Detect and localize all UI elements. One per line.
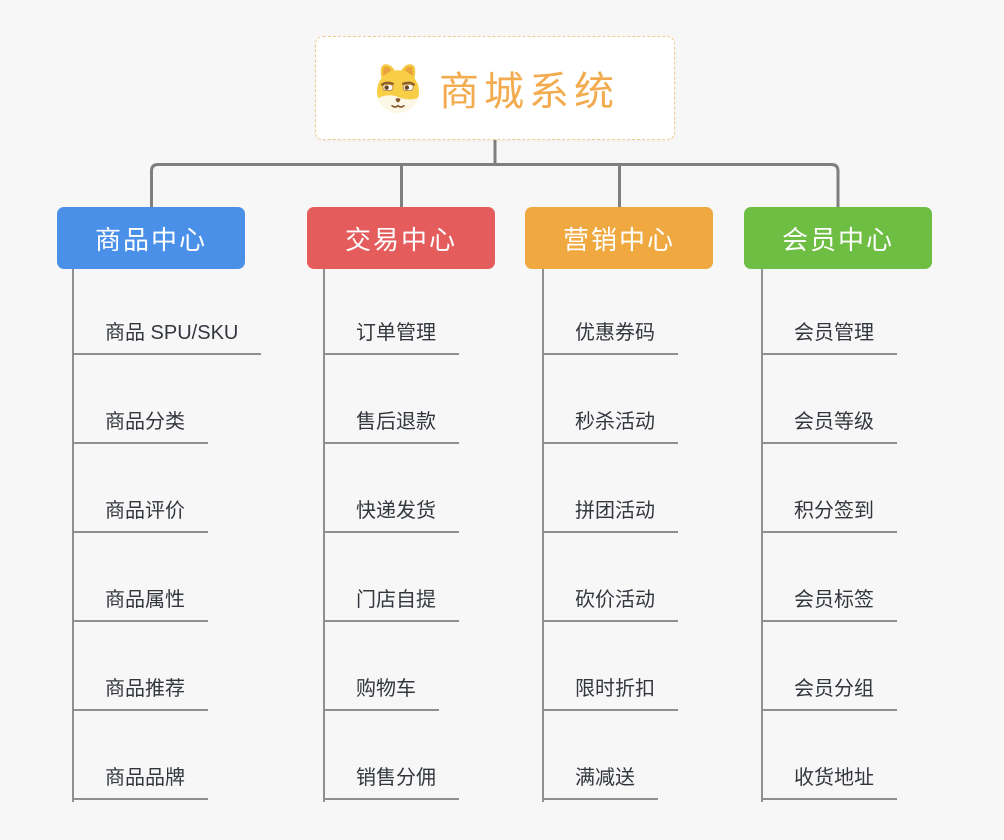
leaf-node[interactable]: 限时折扣 bbox=[542, 675, 678, 711]
leaf-node[interactable]: 购物车 bbox=[323, 675, 439, 711]
leaf-node[interactable]: 优惠券码 bbox=[542, 319, 678, 355]
leaf-node[interactable]: 商品品牌 bbox=[72, 764, 208, 800]
branch-rail-line bbox=[150, 163, 840, 209]
leaf-node[interactable]: 收货地址 bbox=[761, 764, 897, 800]
leaf-node[interactable]: 商品推荐 bbox=[72, 675, 208, 711]
leaf-node[interactable]: 会员分组 bbox=[761, 675, 897, 711]
root-title: 商城系统 bbox=[439, 70, 619, 114]
leaf-node[interactable]: 销售分佣 bbox=[323, 764, 459, 800]
leaf-node[interactable]: 会员管理 bbox=[761, 319, 897, 355]
shiba-dog-icon bbox=[376, 64, 420, 113]
leaf-node[interactable]: 积分签到 bbox=[761, 497, 897, 533]
leaf-node[interactable]: 门店自提 bbox=[323, 586, 459, 622]
leaf-node[interactable]: 砍价活动 bbox=[542, 586, 678, 622]
branch-node-trade-center[interactable]: 交易中心 bbox=[307, 207, 495, 269]
branch-trunk-line bbox=[542, 269, 544, 802]
leaf-node[interactable]: 快递发货 bbox=[323, 497, 459, 533]
leaf-node[interactable]: 满减送 bbox=[542, 764, 658, 800]
leaf-node[interactable]: 商品分类 bbox=[72, 408, 208, 444]
leaf-node[interactable]: 会员等级 bbox=[761, 408, 897, 444]
leaf-node[interactable]: 售后退款 bbox=[323, 408, 459, 444]
leaf-node[interactable]: 拼团活动 bbox=[542, 497, 678, 533]
branch-node-member-center[interactable]: 会员中心 bbox=[744, 207, 932, 269]
branch-node-product-center[interactable]: 商品中心 bbox=[57, 207, 245, 269]
branch-node-marketing-center[interactable]: 营销中心 bbox=[525, 207, 713, 269]
root-node[interactable]: 商城系统 bbox=[315, 36, 675, 140]
leaf-node[interactable]: 商品 SPU/SKU bbox=[72, 319, 262, 355]
branch-trunk-line bbox=[323, 269, 325, 802]
branch-trunk-line bbox=[761, 269, 763, 802]
branch-trunk-line bbox=[72, 269, 74, 802]
leaf-node[interactable]: 订单管理 bbox=[323, 319, 459, 355]
leaf-node[interactable]: 商品评价 bbox=[72, 497, 208, 533]
leaf-node[interactable]: 会员标签 bbox=[761, 586, 897, 622]
leaf-node[interactable]: 秒杀活动 bbox=[542, 408, 678, 444]
leaf-node[interactable]: 商品属性 bbox=[72, 586, 208, 622]
